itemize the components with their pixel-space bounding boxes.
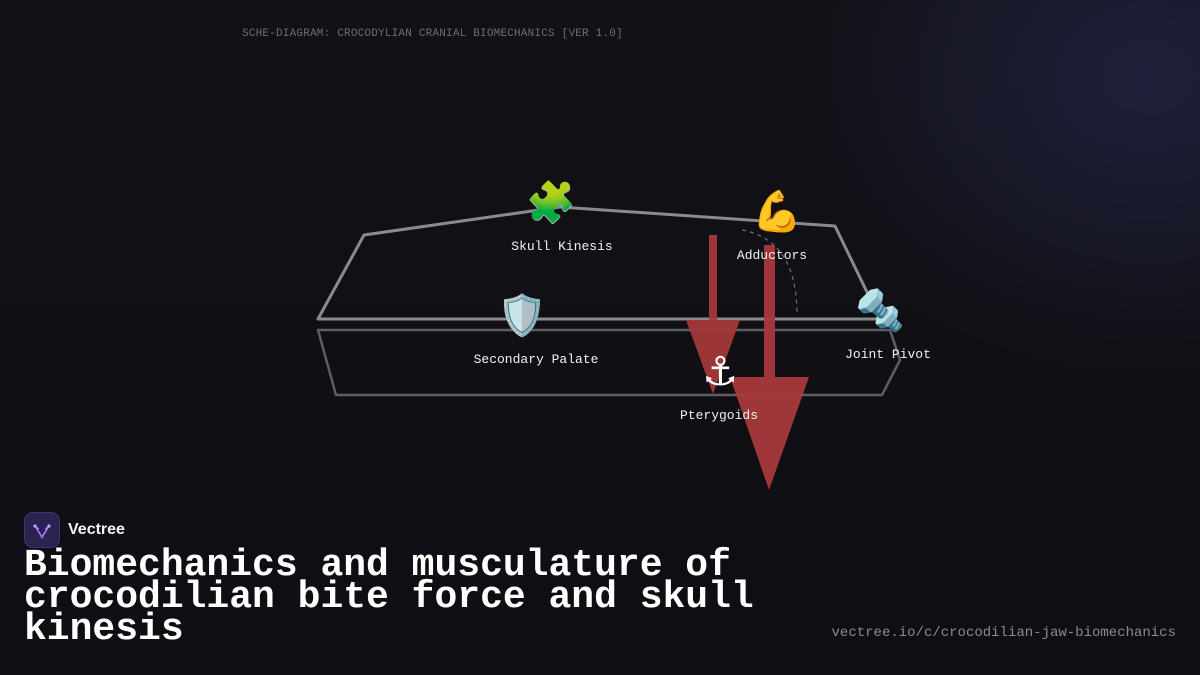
puzzle-piece-icon: 🧩 [526,180,576,226]
force-arrow-small [686,235,740,394]
source-url[interactable]: vectree.io/c/crocodilian-jaw-biomechanic… [831,625,1176,641]
diagram-caption: SCHE-DIAGRAM: CROCODYLIAN CRANIAL BIOMEC… [242,28,623,40]
lower-jaw-outline [316,328,902,397]
brand[interactable]: Vectree [24,512,125,548]
node-label-pterygoids: Pterygoids [679,408,759,423]
node-label-adductors: Adductors [736,248,808,263]
node-label-secondary-palate: Secondary Palate [473,352,599,367]
flexed-biceps-icon: 💪 [752,189,802,235]
adductor-connector-dashed [741,229,798,313]
force-arrow-large [730,245,809,490]
nut-and-bolt-icon: 🔩 [855,288,905,334]
vectree-logo-icon [24,512,60,548]
brand-name: Vectree [68,521,125,538]
node-label-joint-pivot: Joint Pivot [845,347,931,362]
page-title: Biomechanics and musculature of crocodil… [24,544,754,651]
node-label-skull-kinesis: Skull Kinesis [511,239,613,254]
upper-skull-outline [316,205,882,321]
anchor-icon: ⚓ [702,349,738,395]
shield-icon: 🛡️ [497,293,547,339]
